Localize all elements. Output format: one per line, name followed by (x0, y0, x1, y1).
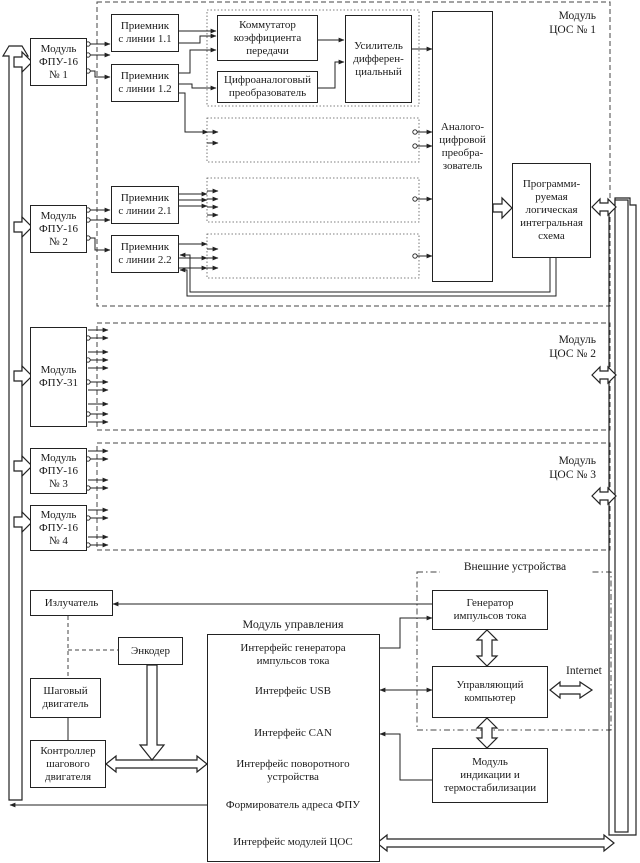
plic-block: Программи- руемая логическая интегральна… (512, 163, 591, 258)
control-module-title: Модуль управления (242, 617, 344, 631)
gain-switch-block: Коммутатор коэффициента передачи (217, 15, 318, 61)
fpu16-4-module: Модуль ФПУ-16 № 4 (30, 505, 87, 551)
channel-group-3 (206, 177, 420, 223)
stepper-controller-block: Контроллер шагового двигателя (30, 740, 106, 788)
control-module (207, 634, 380, 862)
emitter-block: Излучатель (30, 590, 113, 616)
receiver-line-1-1: Приемник с линии 1.1 (111, 14, 179, 52)
stepper-motor-block: Шаговый двигатель (30, 678, 101, 718)
internet-label: Internet (566, 665, 602, 677)
dsp2-frame (96, 322, 611, 431)
diff-amplifier-block: Усилитель дифферен- циальный (345, 15, 412, 103)
control-computer: Управляющий компьютер (432, 666, 548, 718)
channel-group-2 (206, 117, 420, 163)
dsp1-frame (96, 1, 611, 307)
control-row-pulse-gen-iface: Интерфейс генератора импульсов тока (240, 642, 346, 667)
indication-module: Модуль индикации и термостабилизации (432, 748, 548, 803)
fpu31-module: Модуль ФПУ-31 (30, 327, 87, 427)
control-row-dsp-iface: Интерфейс модулей ЦОС (233, 836, 353, 848)
dsp2-title: Модуль ЦОС № 2 (549, 334, 596, 360)
external-devices-title: Внешние устройства (440, 560, 590, 574)
encoder-block: Энкодер (118, 637, 183, 665)
receiver-line-2-2: Приемник с линии 2.2 (111, 235, 179, 273)
fpu16-1-module: Модуль ФПУ-16 № 1 (30, 38, 87, 86)
channel-group-4 (206, 233, 420, 279)
control-row-usb: Интерфейс USB (255, 685, 331, 697)
adc-block: Аналого- цифровой преобра- зователь (432, 11, 493, 282)
left-bus (1, 45, 30, 801)
fpu16-3-module: Модуль ФПУ-16 № 3 (30, 448, 87, 494)
dsp3-title: Модуль ЦОС № 3 (549, 455, 596, 481)
right-bus (608, 197, 637, 836)
adc-to-plic-arrow (492, 196, 513, 220)
dsp3-frame (96, 442, 611, 551)
current-pulse-generator: Генератор импульсов тока (432, 590, 548, 630)
control-row-can: Интерфейс CAN (254, 727, 332, 739)
dac-block: Цифроаналоговый преобразователь (217, 71, 318, 103)
fpu16-2-module: Модуль ФПУ-16 № 2 (30, 205, 87, 253)
receiver-line-2-1: Приемник с линии 2.1 (111, 186, 179, 224)
control-row-fpu-address: Формирователь адреса ФПУ (225, 799, 361, 811)
dsp1-title: Модуль ЦОС № 1 (549, 10, 596, 36)
channel-group-1 (206, 9, 420, 107)
control-row-rotary-iface: Интерфейс поворотного устройства (236, 758, 350, 783)
receiver-line-1-2: Приемник с линии 1.2 (111, 64, 179, 102)
